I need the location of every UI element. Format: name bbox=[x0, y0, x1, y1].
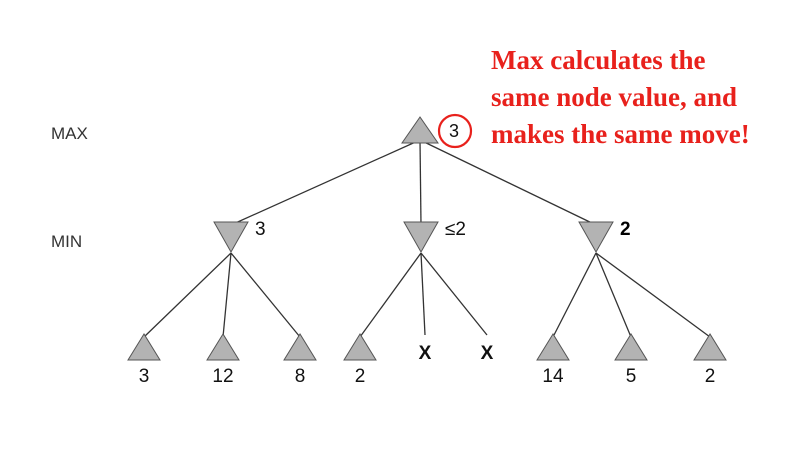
min-node-value-3: 2 bbox=[620, 219, 631, 240]
leaf-value-7: 14 bbox=[542, 366, 564, 387]
leaf-value-8: 5 bbox=[626, 366, 637, 387]
edge-min-leaf-8 bbox=[595, 252, 632, 338]
root-highlight-circle bbox=[437, 113, 473, 149]
edge-min-leaf-6 bbox=[420, 252, 488, 336]
annotation-note: Max calculates the same node value, and … bbox=[491, 42, 806, 153]
annotation-line-3: makes the same move! bbox=[491, 119, 750, 149]
level-label-min: MIN bbox=[51, 232, 83, 251]
level-label-max: MAX bbox=[51, 124, 88, 143]
leaf-node-4 bbox=[343, 333, 377, 361]
leaf-value-1: 3 bbox=[139, 366, 150, 387]
leaf-node-1 bbox=[127, 333, 161, 361]
leaf-node-7 bbox=[536, 333, 570, 361]
leaf-node-8 bbox=[614, 333, 648, 361]
edge-min-leaf-3 bbox=[230, 252, 301, 338]
edge-min-leaf-9 bbox=[595, 252, 711, 338]
edge-root-min-1 bbox=[230, 139, 421, 226]
min-node-value-2: ≤2 bbox=[445, 219, 466, 240]
leaf-node-9 bbox=[693, 333, 727, 361]
max-node-root bbox=[401, 116, 439, 144]
edge-min-leaf-4 bbox=[359, 252, 422, 338]
leaf-node-3 bbox=[283, 333, 317, 361]
edge-min-leaf-5 bbox=[420, 252, 426, 336]
edge-root-min-3 bbox=[419, 139, 597, 226]
pruned-leaf-mark-6: X bbox=[481, 343, 494, 364]
pruned-leaf-mark-5: X bbox=[419, 343, 432, 364]
leaf-node-2 bbox=[206, 333, 240, 361]
leaf-value-3: 8 bbox=[295, 366, 306, 387]
annotation-line-1: Max calculates the bbox=[491, 45, 706, 75]
leaf-value-9: 2 bbox=[705, 366, 716, 387]
min-node-3 bbox=[578, 221, 614, 254]
edge-min-leaf-1 bbox=[143, 252, 232, 338]
min-node-value-1: 3 bbox=[255, 219, 266, 240]
annotation-line-2: same node value, and bbox=[491, 82, 738, 112]
leaf-value-2: 12 bbox=[212, 366, 233, 387]
leaf-value-4: 2 bbox=[355, 366, 366, 387]
edge-root-min-2 bbox=[419, 139, 422, 226]
min-node-2 bbox=[403, 221, 439, 254]
min-node-1 bbox=[213, 221, 249, 254]
root-value: 3 bbox=[449, 121, 459, 141]
edge-min-leaf-7 bbox=[552, 252, 597, 338]
edge-min-leaf-2 bbox=[222, 252, 232, 338]
